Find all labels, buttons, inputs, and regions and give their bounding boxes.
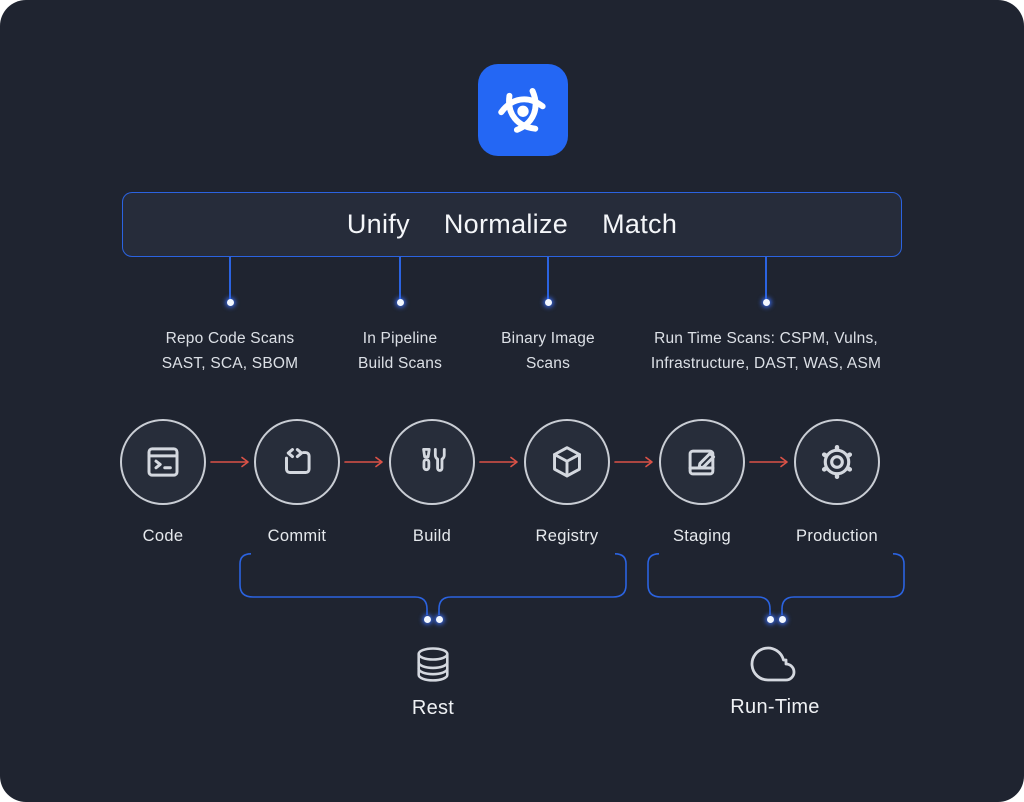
- stage-label: Staging: [672, 527, 732, 545]
- stage-commit: Commit: [254, 419, 340, 549]
- stage-staging: Staging: [659, 419, 745, 549]
- flow-arrow-icon: [614, 456, 653, 468]
- scan-group-repo: Repo Code Scans SAST, SCA, SBOM: [161, 330, 299, 372]
- grouping-bracket: [239, 553, 627, 615]
- terminal-icon: [147, 447, 179, 477]
- scan-group-binary: Binary Image Scans: [501, 330, 595, 372]
- tools-icon: [422, 448, 446, 472]
- connector-dot: [766, 615, 774, 623]
- code-brackets-icon: [285, 448, 311, 474]
- cloud-icon: [750, 646, 796, 682]
- flow-arrow-icon: [210, 456, 249, 468]
- connector-dot: [226, 299, 234, 306]
- connector-dot: [778, 615, 786, 623]
- scan-group-runtime: Run Time Scans: CSPM, Vulns, Infrastruct…: [650, 330, 882, 372]
- stage-label: Build: [412, 527, 452, 545]
- banner-word-match: Match: [602, 209, 678, 239]
- banner-word-unify: Unify: [346, 209, 410, 239]
- connector-dot: [435, 615, 443, 623]
- connector-line: [229, 257, 231, 301]
- stage-build: Build: [389, 419, 475, 549]
- flow-arrow-icon: [749, 456, 788, 468]
- connector-dot: [423, 615, 431, 623]
- connector-line: [765, 257, 767, 301]
- dest-label-rest: Rest: [411, 697, 455, 719]
- app-logo: [478, 64, 568, 156]
- grouping-bracket: [647, 553, 905, 615]
- scan-group-pipeline: In Pipeline Build Scans: [357, 330, 443, 372]
- banner-word-normalize: Normalize: [443, 209, 569, 239]
- edit-icon: [688, 449, 716, 476]
- connector-dot: [544, 299, 552, 306]
- connector-dot: [396, 299, 404, 306]
- database-icon: [417, 647, 449, 682]
- connector-line: [547, 257, 549, 301]
- stage-label: Code: [142, 527, 184, 545]
- flow-arrow-icon: [344, 456, 383, 468]
- dest-label-runtime: Run-Time: [730, 696, 820, 718]
- atom-icon: [492, 79, 554, 141]
- stage-production: Production: [794, 419, 880, 549]
- stage-registry: Registry: [524, 419, 610, 549]
- stage-code: Code: [120, 419, 206, 549]
- stage-label: Production: [796, 527, 878, 545]
- gear-icon: [821, 444, 853, 480]
- cube-icon: [553, 446, 581, 478]
- unify-normalize-match-banner: Unify Normalize Match: [122, 192, 902, 257]
- stage-label: Registry: [535, 527, 599, 545]
- connector-line: [399, 257, 401, 301]
- connector-dot: [762, 299, 770, 306]
- stage-label: Commit: [267, 527, 327, 545]
- flow-arrow-icon: [479, 456, 518, 468]
